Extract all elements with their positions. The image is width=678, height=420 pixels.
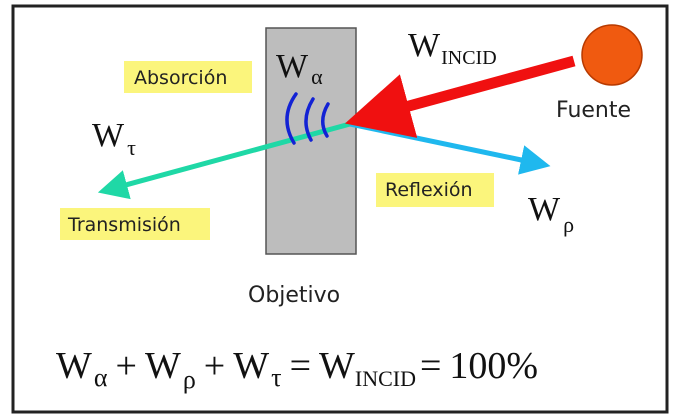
transmision-label: Transmisión [67,214,181,236]
reflexion-label: Reflexión [385,179,473,201]
absorcion-label: Absorción [134,67,227,89]
fuente-label: Fuente [556,98,631,123]
transmision-highlight [60,208,210,240]
w-incid-symbol: WINCID [408,27,497,69]
incident-arrow [344,55,576,138]
transmitted-arrow [97,121,351,200]
absorcion-highlight [124,61,252,93]
energy-balance-equation: Wα+Wρ+Wτ=WINCID=100% [56,345,538,394]
objetivo-label: Objetivo [248,283,340,308]
reflexion-highlight [376,173,494,207]
sun-circle-icon [581,24,643,86]
wave-arcs-icon [285,92,330,145]
